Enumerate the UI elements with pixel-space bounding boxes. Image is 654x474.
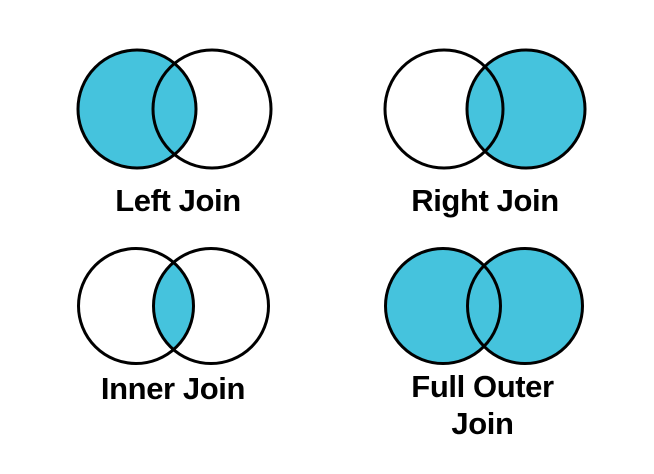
left-circle-outline [383, 48, 505, 170]
right-circle-outline [465, 48, 587, 170]
intersection-fill [153, 50, 196, 168]
join-label-inner-join: Inner Join [100, 371, 246, 406]
join-cell-right-join: Right Join [365, 40, 605, 230]
venn-left-join [58, 40, 298, 180]
left-circle-outline [384, 247, 502, 365]
right-circle-outline [151, 48, 273, 170]
left-circle-fill [385, 248, 501, 364]
join-cell-full-outer-join: Full Outer Join [365, 238, 605, 468]
venn-right-join [365, 40, 605, 180]
venn-inner-join [58, 238, 298, 378]
join-label-right-join: Right Join [411, 183, 559, 218]
right-circle-outline [466, 247, 584, 365]
left-circle-outline [77, 247, 195, 365]
right-circle-fill [467, 248, 583, 364]
join-cell-inner-join: Inner Join [58, 238, 298, 438]
join-cell-left-join: Left Join [58, 40, 298, 230]
left-circle-outline [76, 48, 198, 170]
venn-full-outer-join [365, 238, 605, 378]
intersection-fill [153, 248, 194, 364]
join-label-left-join: Left Join [115, 183, 241, 218]
join-label-full-outer-join: Full Outer Join [411, 369, 554, 441]
right-circle-outline [152, 247, 270, 365]
